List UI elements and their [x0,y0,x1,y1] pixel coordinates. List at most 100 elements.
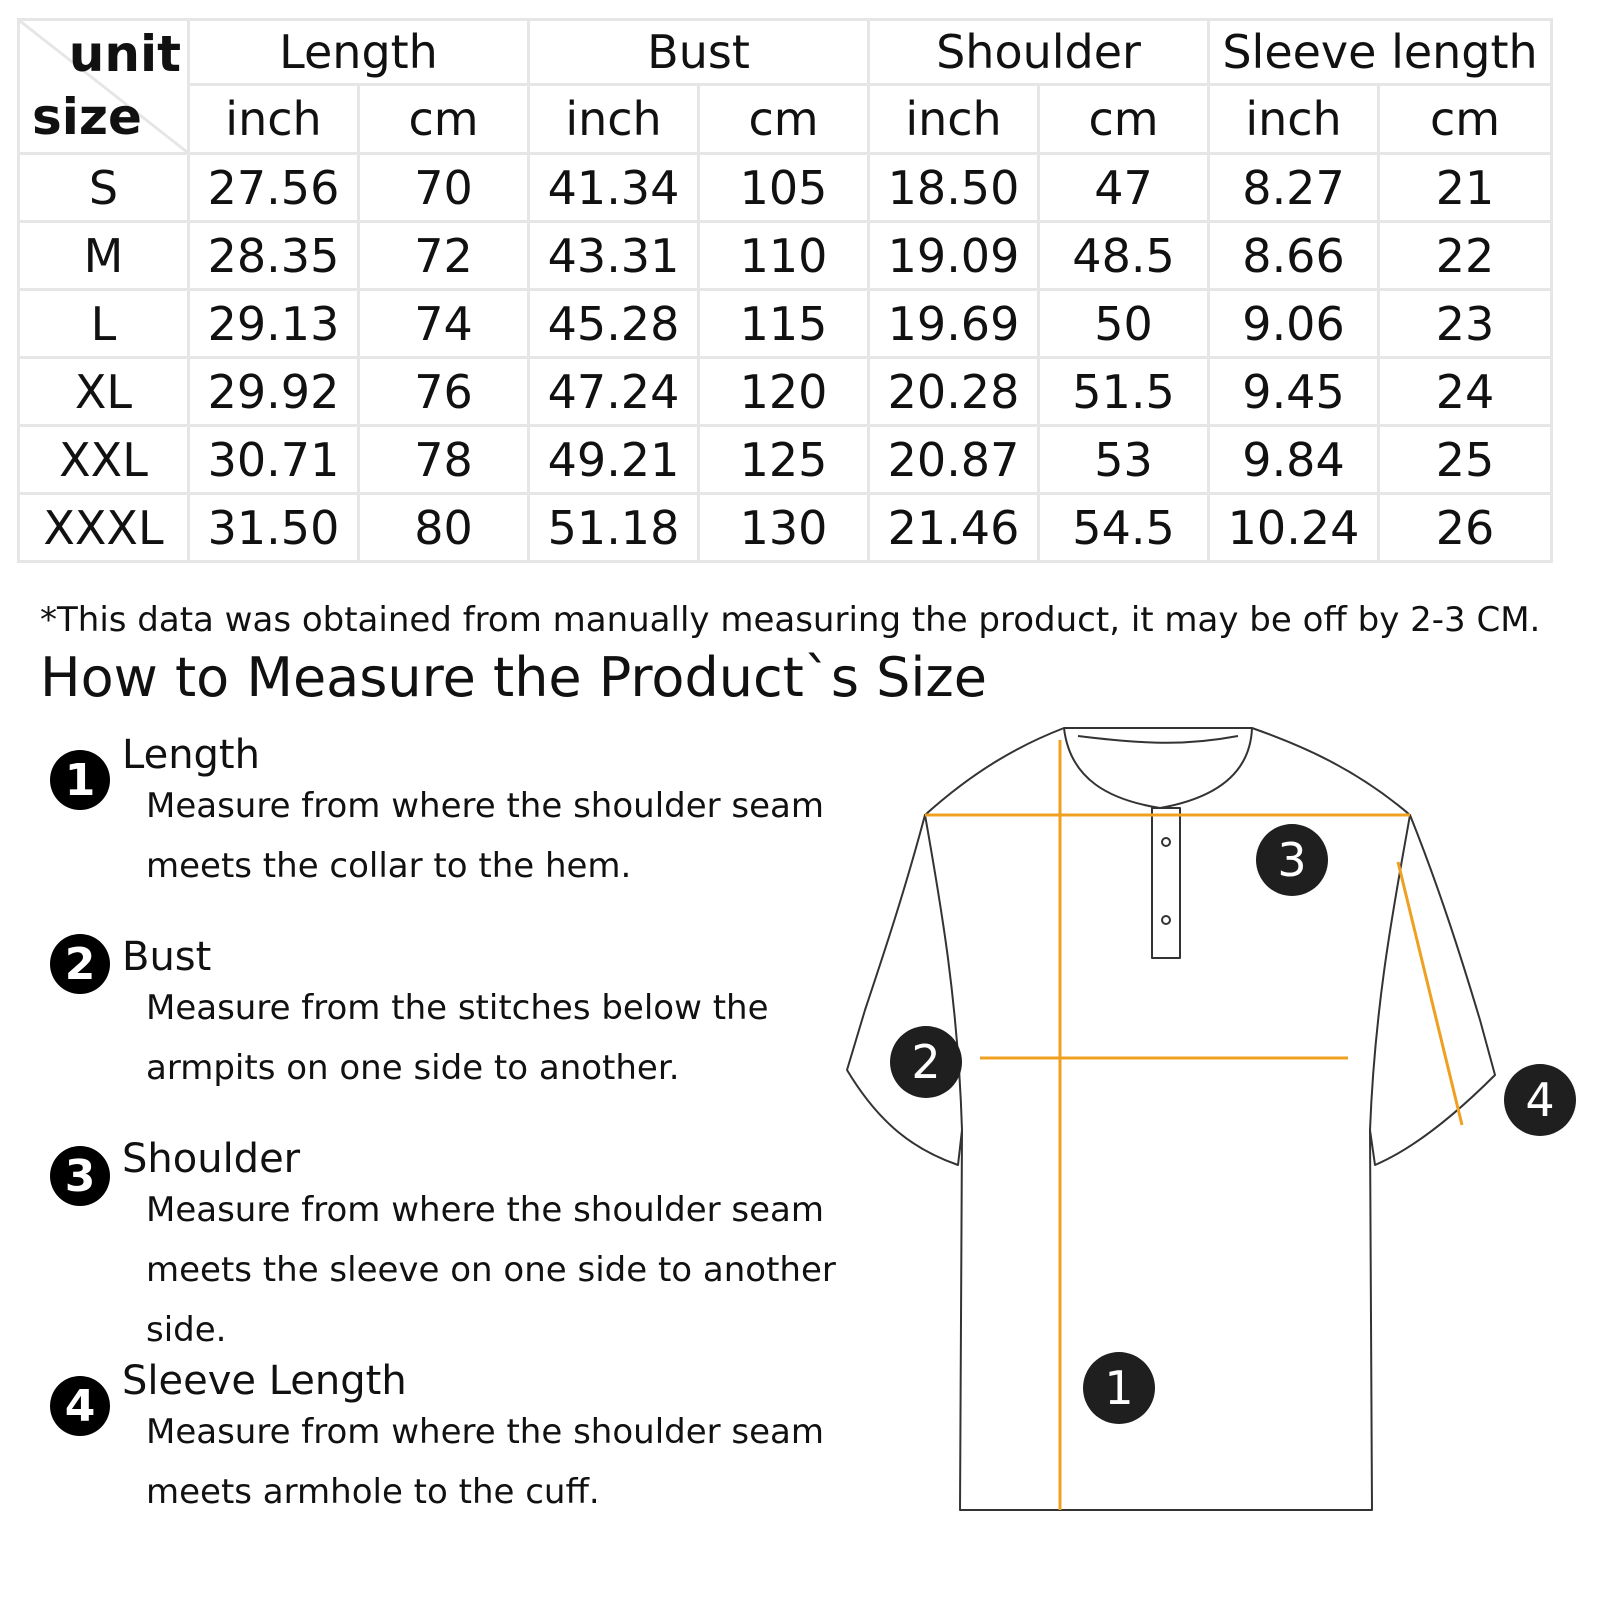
number-4-icon: 4 [50,1376,110,1436]
value-cell: 23 [1377,288,1554,359]
size-cell: L [17,288,190,359]
unit-header: inch [1207,83,1381,155]
instruction-text: Measure from the stitches below the armp… [146,988,769,1088]
size-cell: S [17,152,190,223]
value-cell: 125 [697,424,871,495]
value-cell: 47 [1037,152,1211,223]
value-cell: 25 [1377,424,1554,495]
shirt-collar [1063,727,1253,809]
instruction-title: Length [122,732,260,778]
value-cell: 76 [356,356,531,427]
header-shoulder: Shoulder [867,18,1211,86]
size-cell: XL [17,356,190,427]
corner-unit-label: unit [68,25,181,83]
value-cell: 54.5 [1037,492,1211,563]
value-cell: 19.69 [867,288,1041,359]
value-cell: 9.45 [1207,356,1381,427]
value-cell: 47.24 [527,356,701,427]
value-cell: 26 [1377,492,1554,563]
value-cell: 74 [356,288,531,359]
table-row: M 28.35 72 43.31 110 19.09 48.5 8.66 22 [17,220,1554,291]
size-cell: M [17,220,190,291]
length-badge: 1 [1083,1352,1155,1424]
value-cell: 53 [1037,424,1211,495]
value-cell: 8.27 [1207,152,1381,223]
guide-title: How to Measure the Product`s Size [40,646,987,709]
value-cell: 28.35 [187,220,360,291]
value-cell: 70 [356,152,531,223]
header-sleeve-length: Sleeve length [1207,18,1554,86]
instruction-title: Shoulder [122,1136,301,1182]
value-cell: 30.71 [187,424,360,495]
instruction-title: Bust [122,934,212,980]
shoulder-badge: 3 [1256,824,1328,896]
value-cell: 51.5 [1037,356,1211,427]
table-header-groups: unit size Length Bust Shoulder Sleeve le… [17,18,1554,155]
number-3-icon: 3 [50,1146,110,1206]
bust-badge: 2 [890,1026,962,1098]
value-cell: 22 [1377,220,1554,291]
instruction-title: Sleeve Length [122,1358,407,1404]
unit-header: cm [356,83,531,155]
value-cell: 20.28 [867,356,1041,427]
value-cell: 18.50 [867,152,1041,223]
value-cell: 24 [1377,356,1554,427]
header-bust: Bust [527,18,871,86]
size-cell: XXXL [17,492,190,563]
instruction-text: Measure from where the shoulder seam mee… [146,1190,836,1350]
value-cell: 9.06 [1207,288,1381,359]
size-chart-table: unit size Length Bust Shoulder Sleeve le… [17,18,1554,563]
value-cell: 21 [1377,152,1554,223]
value-cell: 48.5 [1037,220,1211,291]
value-cell: 31.50 [187,492,360,563]
value-cell: 43.31 [527,220,701,291]
shirt-placket [1151,807,1181,959]
unit-header: cm [697,83,871,155]
number-1-icon: 1 [50,750,110,810]
unit-header: cm [1037,83,1211,155]
value-cell: 80 [356,492,531,563]
table-header-units: inch cm inch cm inch cm inch cm [19,83,1554,155]
corner-diagonal-line [20,21,187,152]
value-cell: 9.84 [1207,424,1381,495]
value-cell: 8.66 [1207,220,1381,291]
table-row: S 27.56 70 41.34 105 18.50 47 8.27 21 [17,152,1554,223]
value-cell: 49.21 [527,424,701,495]
table-corner-cell: unit size [17,18,190,155]
unit-header: cm [1377,83,1554,155]
value-cell: 41.34 [527,152,701,223]
value-cell: 45.28 [527,288,701,359]
value-cell: 120 [697,356,871,427]
value-cell: 19.09 [867,220,1041,291]
instruction-text: Measure from where the shoulder seam mee… [146,786,825,886]
value-cell: 78 [356,424,531,495]
unit-header: inch [187,83,360,155]
sleeve-badge: 4 [1504,1064,1576,1136]
table-row: XXXL 31.50 80 51.18 130 21.46 54.5 10.24… [17,492,1554,563]
value-cell: 29.13 [187,288,360,359]
unit-header: inch [867,83,1041,155]
value-cell: 130 [697,492,871,563]
table-row: XXL 30.71 78 49.21 125 20.87 53 9.84 25 [17,424,1554,495]
measurement-disclaimer: *This data was obtained from manually me… [40,600,1541,640]
value-cell: 115 [697,288,871,359]
size-cell: XXL [17,424,190,495]
corner-size-label: size [32,88,142,146]
value-cell: 27.56 [187,152,360,223]
table-row: XL 29.92 76 47.24 120 20.28 51.5 9.45 24 [17,356,1554,427]
sleeve-measure-line [1396,861,1464,1126]
value-cell: 20.87 [867,424,1041,495]
value-cell: 29.92 [187,356,360,427]
value-cell: 72 [356,220,531,291]
header-length: Length [186,18,531,86]
unit-header: inch [527,83,701,155]
value-cell: 50 [1037,288,1211,359]
table-row: L 29.13 74 45.28 115 19.69 50 9.06 23 [17,288,1554,359]
number-2-icon: 2 [50,934,110,994]
value-cell: 21.46 [867,492,1041,563]
value-cell: 51.18 [527,492,701,563]
instruction-text: Measure from where the shoulder seam mee… [146,1412,825,1512]
shirt-outline [846,727,1496,1511]
value-cell: 110 [697,220,871,291]
value-cell: 10.24 [1207,492,1381,563]
